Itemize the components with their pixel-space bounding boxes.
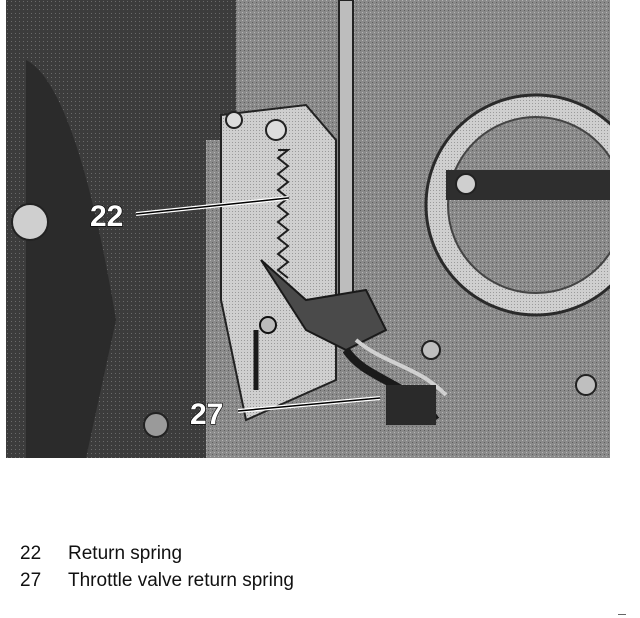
figure-legend: 22 Return spring 27 Throttle valve retur… — [20, 540, 294, 594]
engine-photo-drawing: 22 27 — [6, 0, 610, 458]
engine-photo: 22 27 — [6, 0, 610, 458]
callout-22: 22 — [90, 200, 123, 233]
legend-item: 22 Return spring — [20, 540, 294, 567]
legend-item: 27 Throttle valve return spring — [20, 567, 294, 594]
legend-label: Throttle valve return spring — [68, 570, 294, 591]
legend-number: 27 — [20, 570, 42, 591]
page-mark — [618, 614, 626, 615]
legend-label: Return spring — [68, 543, 183, 564]
legend-number: 22 — [20, 543, 42, 564]
callout-27: 27 — [190, 398, 223, 431]
